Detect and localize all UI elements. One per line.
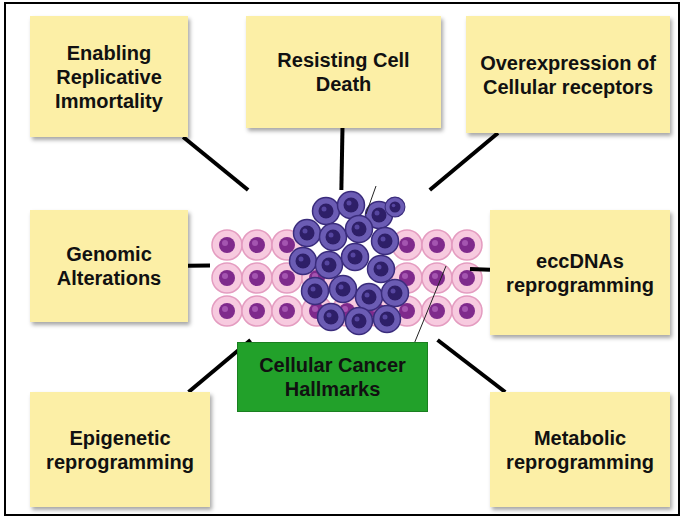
hub-label-band: Cellular Cancer Hallmarks [237,342,428,412]
text-stack: Overexpression of Cellular receptors [476,51,660,99]
text-stack: Epigenetic reprogramming [40,426,200,474]
hallmark-label: Epigenetic reprogramming [40,426,200,474]
connector-line [183,137,248,190]
hallmark-box: Genomic Alterations [30,210,188,322]
text-stack: Resisting Cell Death [256,48,431,96]
text-stack: Genomic Alterations [40,242,178,290]
hallmark-label: Overexpression of Cellular receptors [476,51,660,99]
hallmark-hub: Cellular Cancer Hallmarks [210,190,470,340]
hallmark-box: eccDNAs reprogramming [490,210,670,335]
hallmark-label: Genomic Alterations [40,242,178,290]
text-stack: eccDNAs reprogramming [500,249,660,297]
connector-line [470,267,490,272]
leader-line [366,186,376,214]
hub-label: Cellular Cancer Hallmarks [246,353,419,401]
hallmark-label: Resisting Cell Death [256,48,431,96]
connector-line [430,133,498,190]
connector-line [188,264,210,268]
leader-line [414,266,446,344]
text-stack: Metabolic reprogramming [500,426,660,474]
hallmark-label: Metabolic reprogramming [500,426,660,474]
connector-line [341,128,342,190]
hallmark-label: Enabling Replicative Immortality [40,41,178,113]
hallmark-box: Enabling Replicative Immortality [30,16,188,137]
hallmark-box: Metabolic reprogramming [490,392,670,507]
connector-line [438,340,506,392]
hallmark-label: eccDNAs reprogramming [500,249,660,297]
tumor-cells [290,192,409,335]
hallmark-box: Resisting Cell Death [246,16,441,128]
hallmark-box: Epigenetic reprogramming [30,392,210,507]
text-stack: Enabling Replicative Immortality [40,41,178,113]
hallmark-box: Overexpression of Cellular receptors [466,16,670,133]
